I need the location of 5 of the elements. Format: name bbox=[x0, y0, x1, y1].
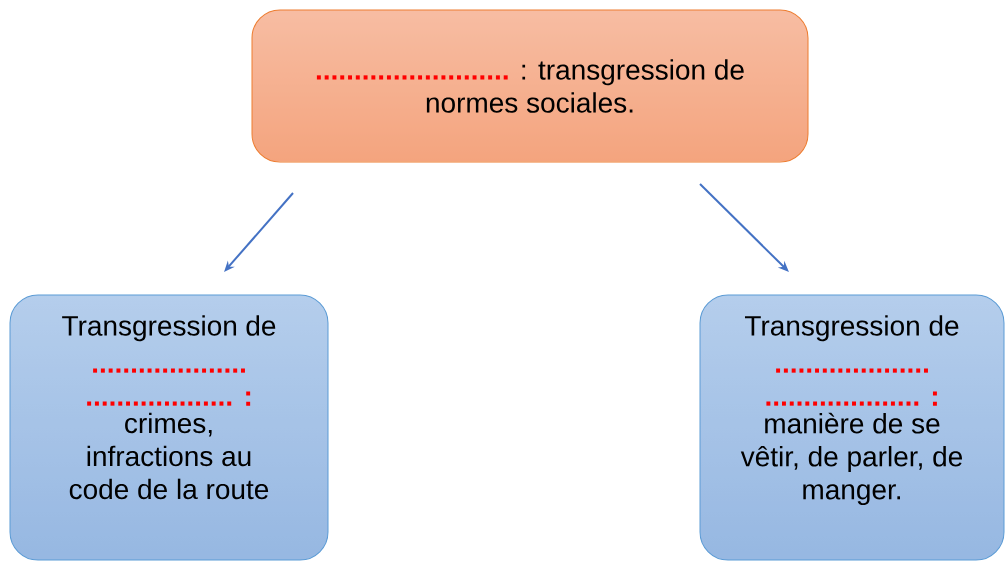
rounded-box: ......................... : transgression de normes sociales. bbox=[251, 9, 809, 163]
arrow bbox=[699, 183, 789, 272]
rounded-box: Transgression de .................... .................... : manière de se vêtir, de parler, de manger. bbox=[699, 294, 1005, 561]
arrow bbox=[224, 192, 294, 272]
rounded-box: Transgression de .................... ................... : crimes, infractions au code de la route bbox=[9, 294, 329, 561]
